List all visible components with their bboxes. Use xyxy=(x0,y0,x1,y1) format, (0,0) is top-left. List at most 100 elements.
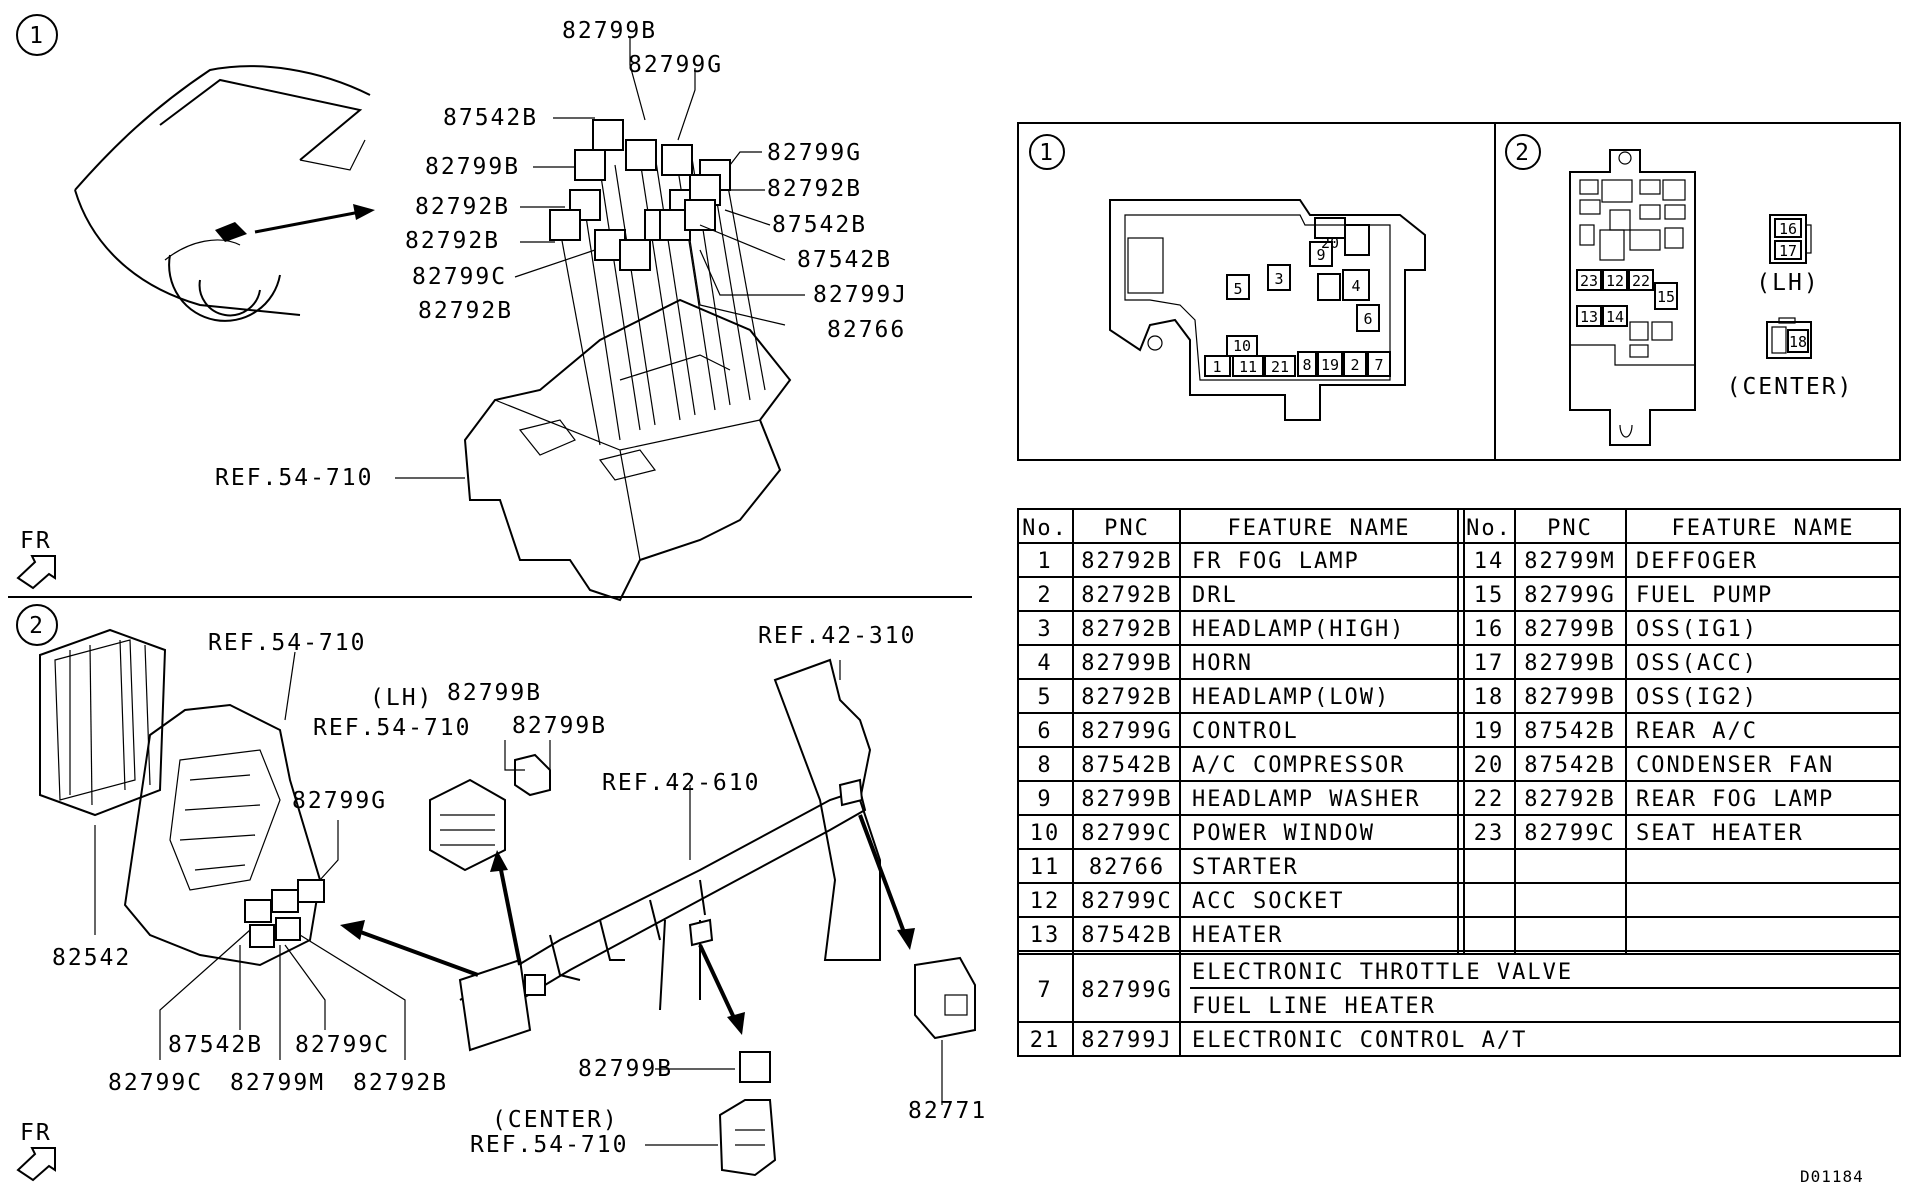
part-label: 82792B xyxy=(353,1070,448,1096)
cell-pnc: 82799C xyxy=(1524,821,1615,846)
cell-no: 13 xyxy=(1030,923,1061,948)
cell-no: 11 xyxy=(1030,855,1061,880)
slot-number: 17 xyxy=(1779,242,1797,260)
detail-2-slot-numbers: 23 12 22 15 13 14 xyxy=(1580,272,1675,326)
ref-label: REF.54-710 xyxy=(208,630,366,656)
table-row: 23 82799C SEAT HEATER xyxy=(1474,821,1804,846)
cell-no: 8 xyxy=(1037,753,1052,778)
part-label: 82799G xyxy=(292,788,387,814)
center-label: (CENTER) xyxy=(1727,374,1854,400)
cell-pnc: 82799J xyxy=(1081,1028,1172,1053)
lh-label: (LH) xyxy=(1756,270,1819,296)
cell-pnc: 82792B xyxy=(1524,787,1615,812)
cell-feature: REAR FOG LAMP xyxy=(1636,787,1834,812)
slot-number: 10 xyxy=(1233,337,1251,355)
part-label: 82799B xyxy=(447,680,542,706)
cell-pnc: 82792B xyxy=(1081,617,1172,642)
table-row-7: 7 82799G ELECTRONIC THROTTLE VALVE FUEL … xyxy=(1037,960,1571,1019)
cell-feature: OSS(IG1) xyxy=(1636,617,1758,642)
cell-feature: SEAT HEATER xyxy=(1636,821,1804,846)
center-label: (CENTER) xyxy=(492,1107,619,1133)
part-label: 82799G xyxy=(767,140,862,166)
cell-pnc: 87542B xyxy=(1524,753,1615,778)
left-junction-box-illustration xyxy=(123,703,325,967)
header-feature: FEATURE NAME xyxy=(1672,516,1855,541)
section-2-arrows xyxy=(340,814,915,1035)
slot-number: 9 xyxy=(1316,246,1325,264)
part-label: 82799B xyxy=(512,713,607,739)
slot-number: 4 xyxy=(1351,277,1360,295)
detail-1-slot-numbers: 20 9 5 3 4 6 10 1 11 21 8 19 2 7 xyxy=(1212,234,1383,376)
cell-feature: CONDENSER FAN xyxy=(1636,753,1834,778)
ref-label: REF.54-710 xyxy=(313,715,471,741)
lh-connector: 16 17 (LH) xyxy=(1756,214,1819,296)
cell-no: 23 xyxy=(1474,821,1505,846)
detail-panels: 1 xyxy=(1017,122,1901,461)
part-label: 82799M xyxy=(230,1070,325,1096)
cell-pnc: 82799C xyxy=(1081,889,1172,914)
cell-feature: FUEL PUMP xyxy=(1636,583,1773,608)
part-label: 82766 xyxy=(827,317,906,343)
cell-no: 9 xyxy=(1037,787,1052,812)
cell-pnc: 87542B xyxy=(1081,753,1172,778)
slot-number: 16 xyxy=(1779,220,1797,238)
section-2-illustration: 2 xyxy=(16,604,985,1182)
section-1-circle-label: 1 xyxy=(29,23,45,49)
part-label: 87542B xyxy=(772,212,867,238)
cell-feature: HEADLAMP WASHER xyxy=(1192,787,1421,812)
table-row: 12 82799C ACC SOCKET xyxy=(1030,889,1344,914)
fr-arrow-1: FR xyxy=(16,528,56,590)
cell-no: 1 xyxy=(1037,549,1052,574)
header-pnc: PNC xyxy=(1104,516,1150,541)
cell-pnc: 82792B xyxy=(1081,685,1172,710)
cell-feature: CONTROL xyxy=(1192,719,1299,744)
part-label: 87542B xyxy=(797,247,892,273)
cell-feature: DRL xyxy=(1192,583,1238,608)
front-fuse-box-illustration xyxy=(463,119,792,602)
section-2-part-labels: REF.54-710 REF.42-310 (LH) 82799B REF.54… xyxy=(52,623,985,1158)
slot-number: 22 xyxy=(1632,272,1650,290)
slot-number: 14 xyxy=(1606,308,1624,326)
part-label: 82799J xyxy=(813,282,908,308)
slot-number: 1 xyxy=(1212,358,1221,376)
cell-pnc: 82799B xyxy=(1524,651,1615,676)
part-label: 82792B xyxy=(767,176,862,202)
cell-pnc: 82799B xyxy=(1524,685,1615,710)
slot-number: 7 xyxy=(1374,356,1383,374)
part-label: 87542B xyxy=(443,105,538,131)
cell-feature: ACC SOCKET xyxy=(1192,889,1344,914)
cell-no: 5 xyxy=(1037,685,1052,710)
table-row-21: 21 82799J ELECTRONIC CONTROL A/T xyxy=(1030,1028,1526,1053)
part-label: 82799C xyxy=(295,1032,390,1058)
cell-feature: DEFFOGER xyxy=(1636,549,1758,574)
cell-no: 12 xyxy=(1030,889,1061,914)
header-feature: FEATURE NAME xyxy=(1228,516,1411,541)
part-label: 82799G xyxy=(628,52,723,78)
header-no: No. xyxy=(1466,516,1512,541)
cell-no: 22 xyxy=(1474,787,1505,812)
slot-number: 15 xyxy=(1657,288,1675,306)
fr-label: FR xyxy=(20,1120,52,1146)
slot-number: 12 xyxy=(1606,272,1624,290)
ref-label: REF.42-610 xyxy=(602,770,760,796)
cell-no: 6 xyxy=(1037,719,1052,744)
ref-label: REF.54-710 xyxy=(470,1132,628,1158)
center-relay-illustration xyxy=(718,1051,777,1177)
cell-pnc: 82766 xyxy=(1089,855,1165,880)
slot-number: 6 xyxy=(1363,310,1372,328)
cell-feature: HEADLAMP(HIGH) xyxy=(1192,617,1405,642)
